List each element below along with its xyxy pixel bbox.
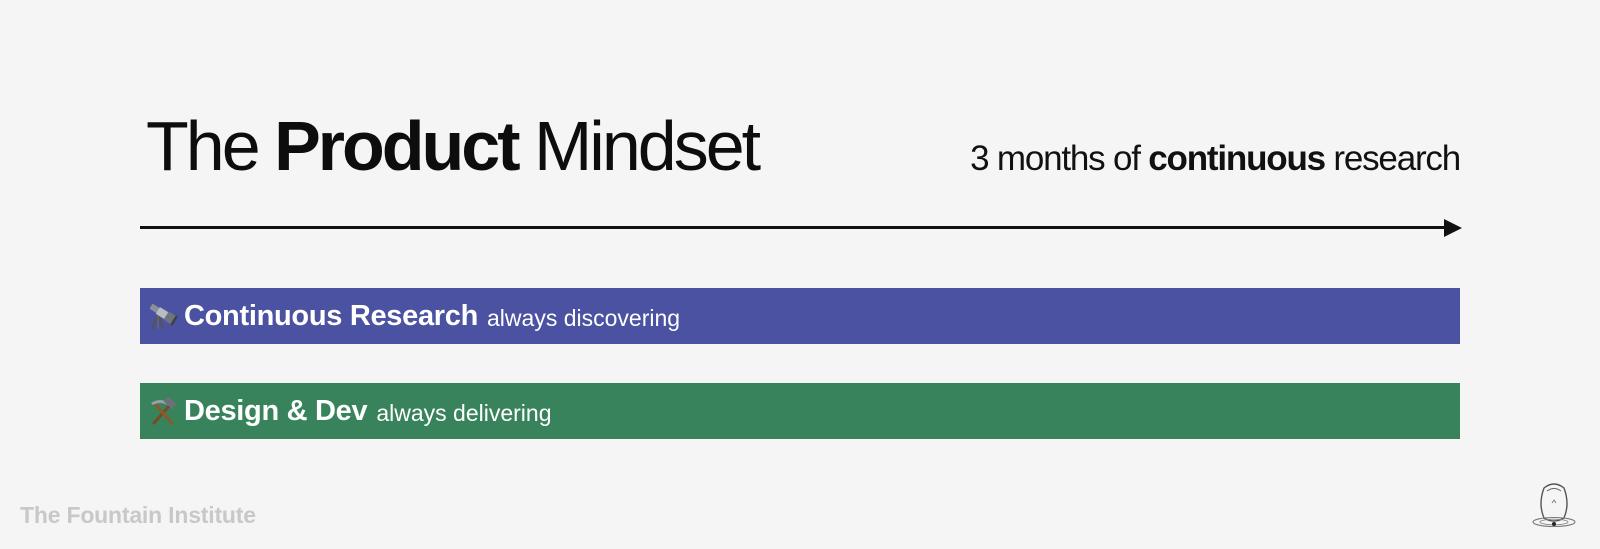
brand-name: The Fountain Institute [20, 502, 256, 528]
arrowhead-icon [1444, 219, 1462, 237]
duration-caption: 3 months of continuous research [970, 138, 1461, 180]
timeline-arrow [140, 218, 1462, 238]
track-name: Continuous Research [184, 299, 479, 332]
caption-pre: 3 months of [970, 139, 1149, 178]
track-name: Design & Dev [184, 394, 368, 427]
caption-bold: continuous [1148, 139, 1326, 178]
timeline-line [140, 226, 1444, 229]
track-continuous-research: Continuous Research always discovering [140, 288, 1460, 344]
title-bold: Product [274, 107, 520, 185]
track-note: always delivering [376, 399, 552, 426]
track-note: always discovering [487, 304, 681, 331]
track-design-dev: Design & Dev always delivering [140, 383, 1460, 439]
hammer-and-pick-icon [148, 396, 178, 426]
caption-post: research [1324, 139, 1461, 178]
telescope-icon [148, 301, 178, 331]
fountain-logo-icon [1528, 478, 1580, 530]
title-pre: The [146, 107, 275, 185]
page-title: The Product Mindset [146, 104, 761, 188]
title-post: Mindset [517, 107, 761, 185]
